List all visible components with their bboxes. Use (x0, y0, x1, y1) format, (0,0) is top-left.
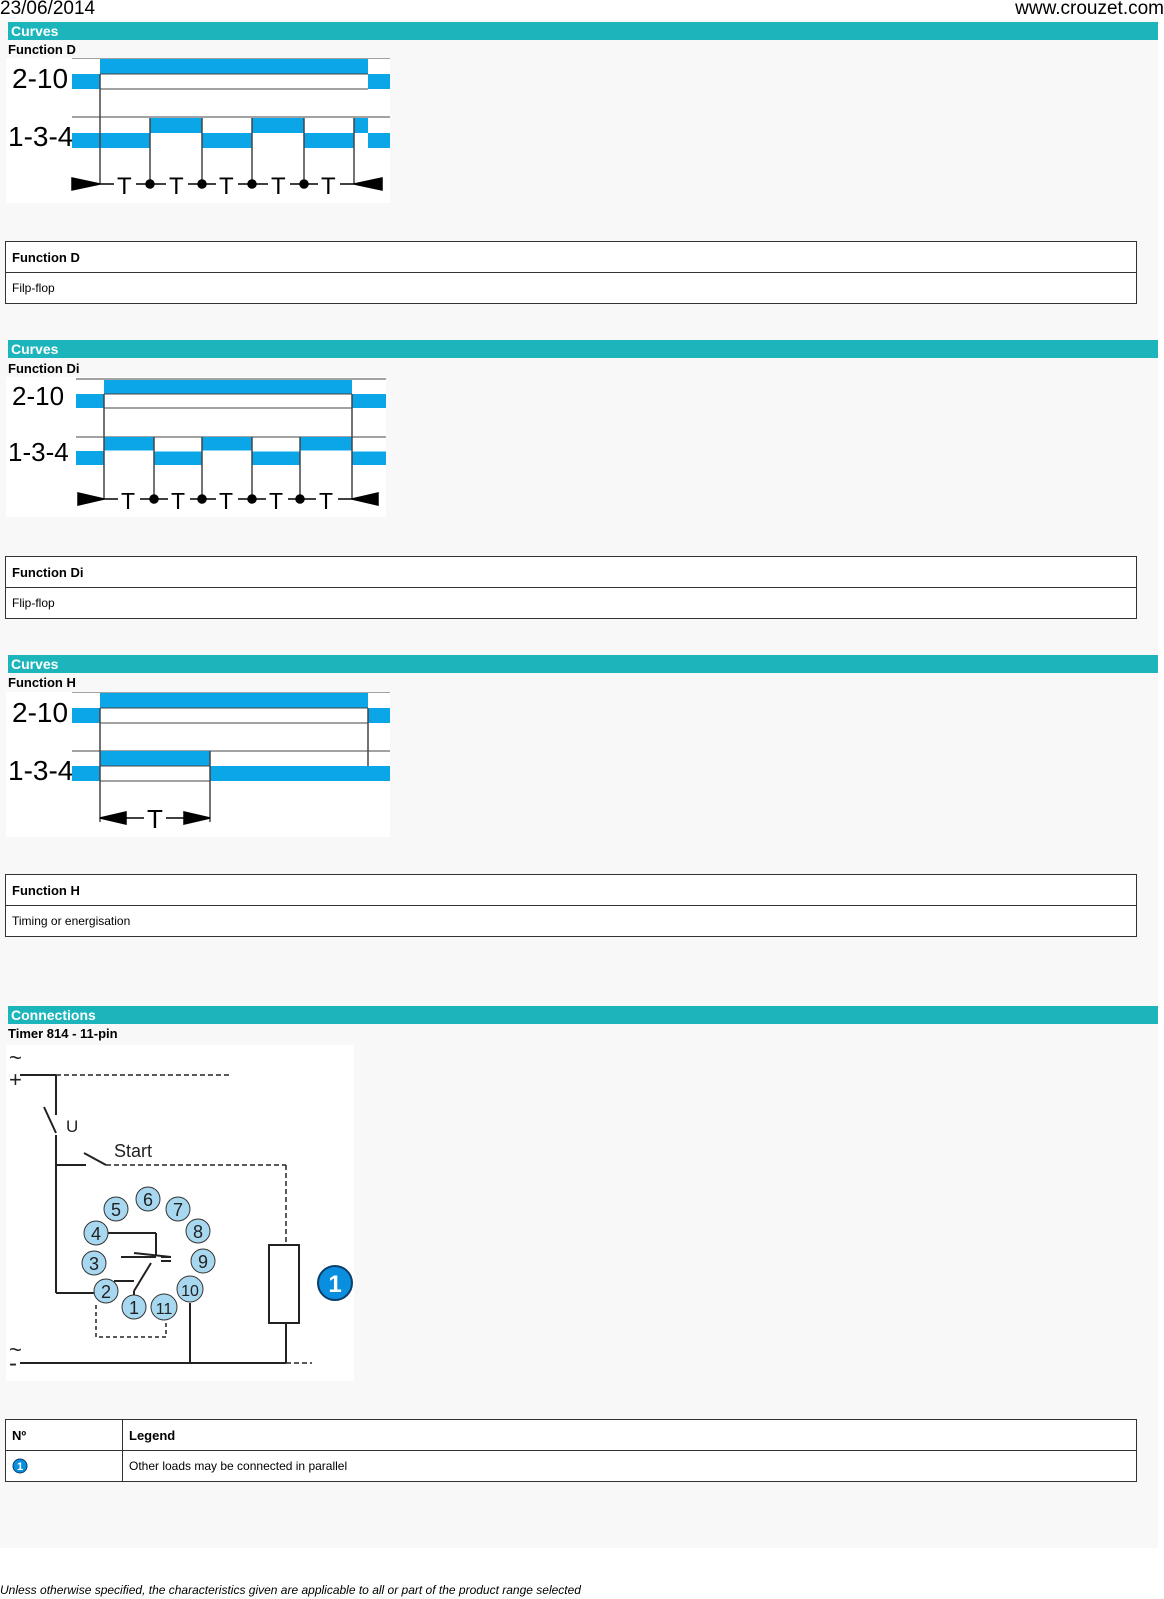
section-bar-curves-di: Curves (8, 340, 1158, 358)
t-label: T (147, 804, 163, 834)
connections-subtitle: Timer 814 - 11-pin (8, 1026, 118, 1041)
section-subtitle-h: Function H (8, 675, 76, 690)
pin-11 (150, 1293, 178, 1321)
wiring-diagram: ~ + ~ - U Start (6, 1045, 354, 1381)
label-1-3-4: 1-3-4 (8, 437, 69, 467)
t-label: T (269, 488, 283, 514)
header-url[interactable]: www.crouzet.com (1015, 0, 1164, 19)
tilde-top: ~ (9, 1045, 22, 1070)
track-1-3-4 (72, 116, 390, 148)
label-2-10: 2-10 (12, 697, 68, 728)
section-bar-connections: Connections (8, 1006, 1158, 1024)
start-label: Start (114, 1141, 152, 1161)
pin-6 (135, 1186, 161, 1212)
svg-text:7: 7 (173, 1200, 183, 1220)
label-2-10: 2-10 (12, 381, 64, 411)
pin-5 (103, 1196, 129, 1222)
label-1-3-4: 1-3-4 (8, 755, 73, 786)
legend-table: Nº Legend 1 Other loads may be connected… (5, 1419, 1137, 1482)
svg-text:1: 1 (328, 1271, 341, 1298)
function-table-h: Function H Timing or energisation (5, 874, 1137, 937)
section-subtitle-di: Function Di (8, 361, 80, 376)
track-2-10 (72, 58, 390, 90)
track-2-10 (72, 692, 390, 724)
svg-text:3: 3 (89, 1254, 99, 1274)
t-label: T (171, 488, 185, 514)
track-1-3-4 (72, 750, 390, 782)
t-label: T (319, 488, 333, 514)
pin-8 (185, 1218, 211, 1244)
svg-text:9: 9 (198, 1252, 208, 1272)
legend-col-no: Nº (5, 1419, 123, 1451)
timing-diagram-h: 2-10 1-3-4 T (6, 692, 390, 837)
pin-7 (165, 1196, 191, 1222)
function-table-d: Function D Filp-flop (5, 241, 1137, 304)
svg-text:1: 1 (17, 1461, 23, 1473)
function-title: Function D (5, 241, 1137, 273)
function-description: Flip-flop (5, 587, 1137, 619)
svg-text:10: 10 (181, 1283, 199, 1300)
timing-arrows (71, 177, 383, 191)
t-label: T (219, 173, 234, 200)
section-subtitle-d: Function D (8, 42, 76, 57)
section-bar-curves-d: Curves (8, 22, 1158, 40)
function-title: Function H (5, 874, 1137, 906)
function-description: Filp-flop (5, 272, 1137, 304)
callout-1-icon: 1 (12, 1458, 28, 1474)
legend-text: Other loads may be connected in parallel (122, 1450, 1137, 1482)
track-1-3-4 (76, 436, 386, 465)
label-2-10: 2-10 (12, 63, 68, 94)
t-label: T (219, 488, 233, 514)
svg-text:1: 1 (129, 1298, 139, 1318)
svg-text:8: 8 (193, 1222, 203, 1242)
t-label: T (321, 173, 336, 200)
legend-number: 1 (5, 1450, 123, 1482)
callout-1-icon: 1 (317, 1265, 353, 1301)
timing-diagram-d: 2-10 1-3-4 (6, 58, 390, 203)
track-2-10 (76, 378, 386, 409)
pin-2 (93, 1278, 119, 1304)
minus-label: - (9, 1350, 17, 1377)
pin-4 (83, 1220, 109, 1246)
footer-note: Unless otherwise specified, the characte… (0, 1583, 581, 1597)
pin-10 (176, 1275, 204, 1303)
t-label: T (169, 173, 184, 200)
svg-text:4: 4 (91, 1224, 101, 1244)
pin-3 (81, 1250, 107, 1276)
t-label: T (121, 488, 135, 514)
function-description: Timing or energisation (5, 905, 1137, 937)
legend-col-legend: Legend (122, 1419, 1137, 1451)
header-date: 23/06/2014 (0, 0, 96, 19)
pin-circles: 5 6 7 4 8 3 9 2 10 1 11 (81, 1186, 216, 1321)
t-label: T (117, 173, 132, 200)
table-row: 1 Other loads may be connected in parall… (5, 1450, 1137, 1482)
timing-diagram-di: 2-10 1-3-4 (6, 377, 386, 517)
svg-text:6: 6 (143, 1190, 153, 1210)
content-area: Curves Function D 2-10 1-3-4 (0, 20, 1158, 1548)
pin-9 (190, 1248, 216, 1274)
plus-label: + (9, 1067, 22, 1092)
tilde-bottom: ~ (9, 1337, 22, 1362)
label-1-3-4: 1-3-4 (8, 121, 73, 152)
section-bar-curves-h: Curves (8, 655, 1158, 673)
svg-text:11: 11 (156, 1301, 173, 1318)
svg-text:5: 5 (111, 1200, 121, 1220)
function-table-di: Function Di Flip-flop (5, 556, 1137, 619)
function-title: Function Di (5, 556, 1137, 588)
pin-1 (121, 1294, 147, 1320)
svg-text:2: 2 (101, 1282, 111, 1302)
t-label: T (271, 173, 286, 200)
u-label: U (66, 1117, 78, 1136)
